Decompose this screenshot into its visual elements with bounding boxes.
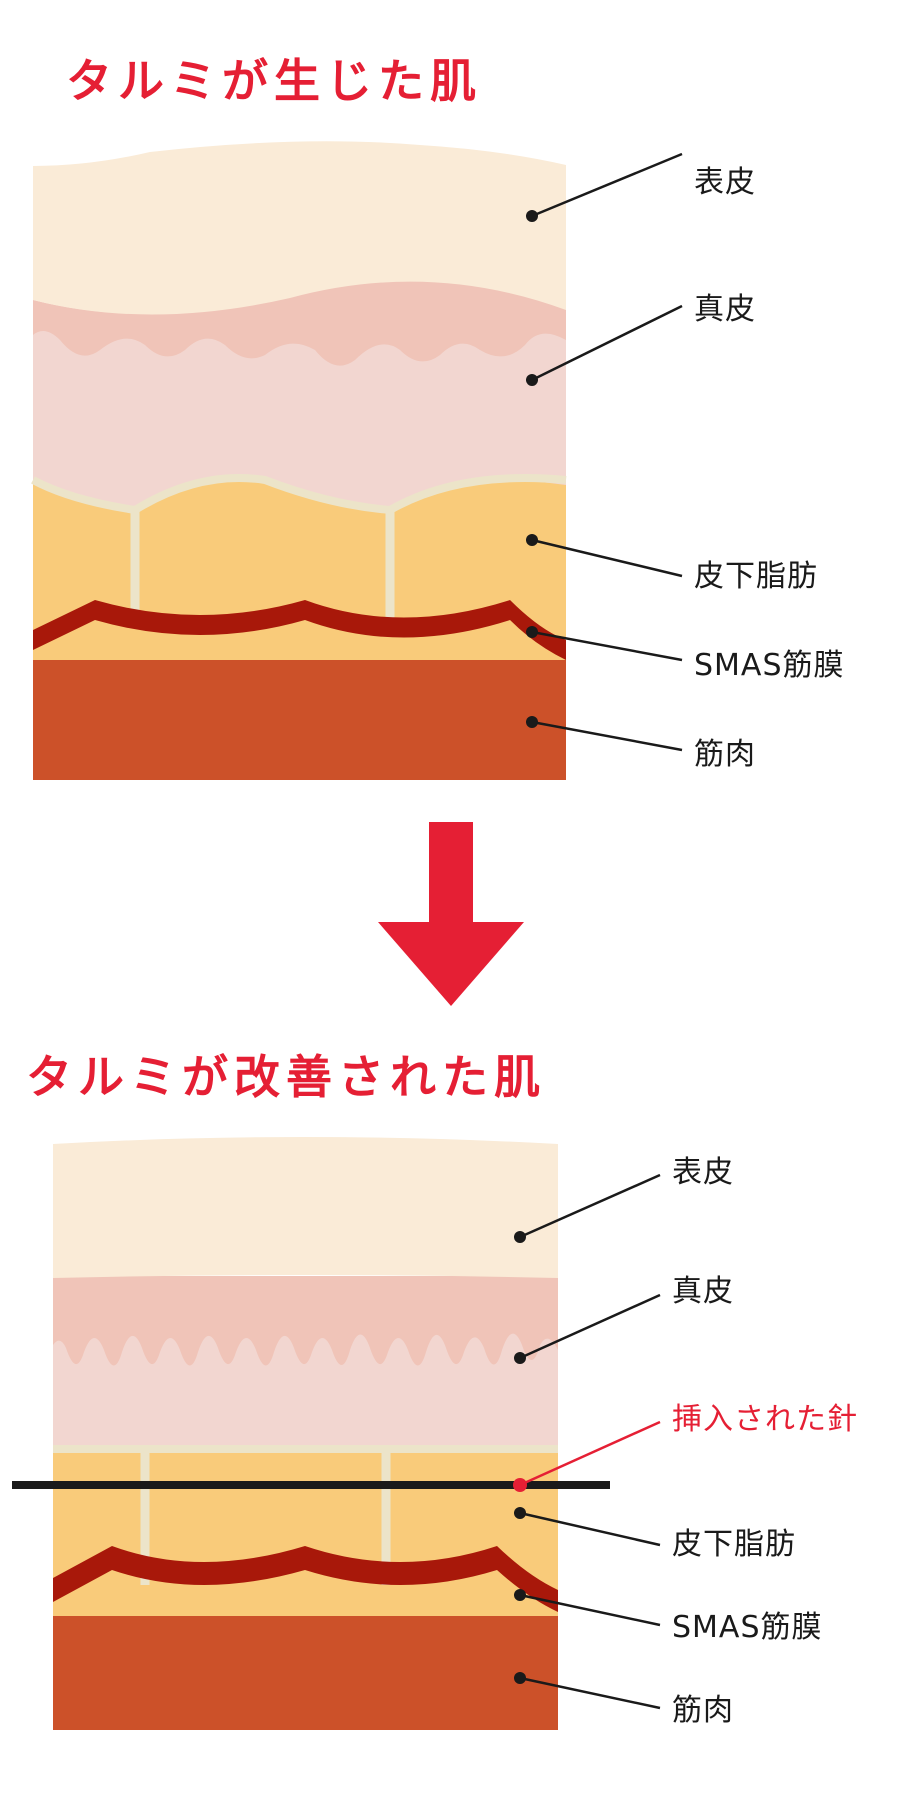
leader-line [531,304,683,382]
leader-line [519,1676,661,1710]
dermal-papillae [53,1276,558,1366]
leader-line [531,720,683,752]
after-title: タルミが改善された肌 [26,1050,546,1104]
label-smas: SMAS筋膜 [694,648,845,683]
smas-layer [53,1546,558,1612]
label-epidermis: 表皮 [694,165,756,200]
pointer-dot [526,374,538,386]
epidermis-layer [33,141,566,315]
pointer-dot [514,1352,526,1364]
pointer-dot [526,534,538,546]
dermal-papillae [33,279,566,366]
arrow-down-icon [378,822,524,1006]
fat-layer [53,1446,558,1616]
pointer-dot [514,1507,526,1519]
label-fat: 皮下脂肪 [694,559,818,594]
label-muscle: 筋肉 [672,1693,734,1728]
leader-line [519,1511,661,1547]
leader-line [519,1293,661,1360]
before-title: タルミが生じた肌 [66,54,482,108]
label-dermis: 真皮 [694,292,756,327]
leader-line [531,630,683,662]
label-muscle: 筋肉 [694,737,756,772]
label-needle: 挿入された針 [672,1402,858,1437]
leader-line [519,1593,661,1627]
epidermis-layer [53,1137,558,1278]
label-smas: SMAS筋膜 [672,1610,823,1645]
label-dermis: 真皮 [672,1274,734,1309]
needle-leader-line [519,1420,661,1487]
pointer-dot [526,626,538,638]
sagging-skin-diagram [31,141,683,780]
pointer-dot [514,1231,526,1243]
label-fat: 皮下脂肪 [672,1527,796,1562]
needle-pointer-dot [513,1478,527,1492]
leader-line [531,538,683,578]
label-epidermis: 表皮 [672,1155,734,1190]
improved-skin-diagram [12,1137,661,1730]
smas-layer [33,600,566,660]
dermis-fat-boundary [31,474,567,515]
leader-line [519,1173,661,1239]
pointer-dot [514,1589,526,1601]
pointer-dot [526,716,538,728]
pointer-dot [514,1672,526,1684]
pointer-dot [526,210,538,222]
leader-line [531,152,683,218]
